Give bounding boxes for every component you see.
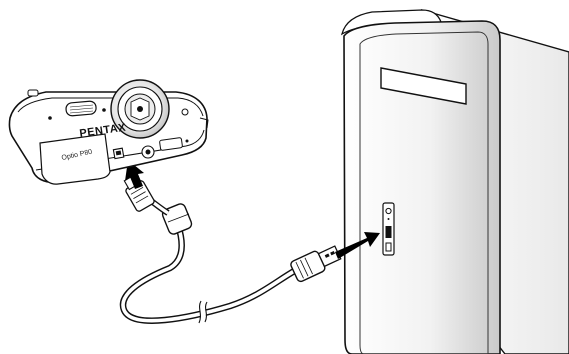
computer-usb-plug[interactable] bbox=[290, 242, 343, 282]
flash-window bbox=[66, 101, 97, 117]
usb-port[interactable] bbox=[386, 226, 392, 238]
cable-wire-outline bbox=[123, 225, 296, 321]
front-port-panel bbox=[383, 203, 394, 255]
cable-wire-fill bbox=[123, 225, 296, 321]
tower-front-panel bbox=[344, 21, 500, 354]
usb-cable bbox=[121, 173, 343, 323]
shutter-button bbox=[28, 90, 38, 96]
ferrite-core bbox=[161, 202, 193, 235]
cable-break-mark bbox=[199, 301, 207, 323]
computer-tower bbox=[342, 10, 569, 354]
indicator-light bbox=[388, 218, 390, 220]
digital-camera: PENTAX Optio P80 bbox=[9, 80, 208, 184]
af-assist-light bbox=[182, 109, 188, 115]
